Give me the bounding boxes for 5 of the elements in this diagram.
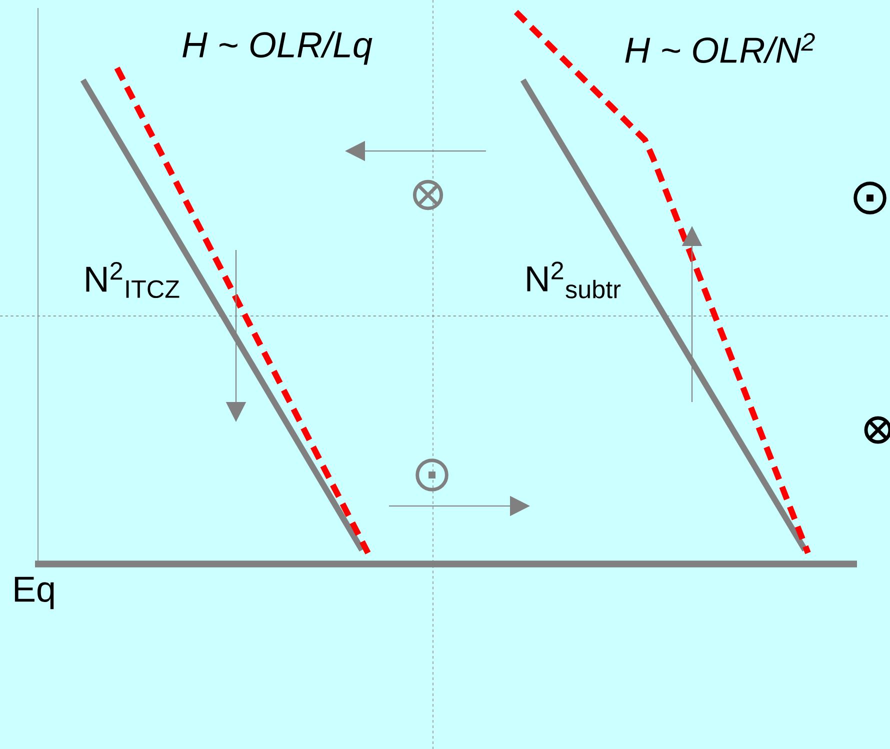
formula-label: H ~ OLR/N$^{2}$: [625, 33, 815, 63]
formula-label: H ~ OLR/Lq: [182, 31, 372, 65]
region-label: N$^{2}$ITCZ: [86, 262, 180, 298]
axis-label: Eq: [14, 576, 54, 610]
region-label: N$^{2}$subtr: [527, 262, 621, 298]
